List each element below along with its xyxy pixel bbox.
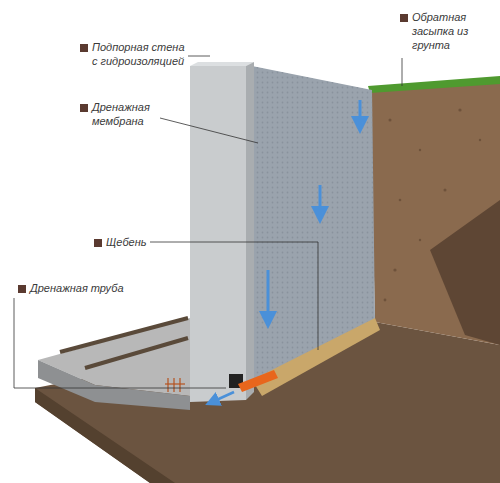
square-bullet <box>400 14 408 22</box>
drain-pipe <box>238 370 278 392</box>
leader-lines <box>14 56 402 388</box>
part-label: Дренажная труба <box>30 282 140 296</box>
square-bullet <box>18 285 26 293</box>
rails <box>60 318 188 368</box>
part-label: Подпорная стена с гидроизоляцией <box>92 41 192 69</box>
square-bullet <box>80 44 88 52</box>
wall-front <box>190 66 246 402</box>
base-slab-front <box>38 360 190 410</box>
wall-top <box>190 62 254 66</box>
part-label: Щебень <box>106 236 166 250</box>
square-bullet <box>94 239 102 247</box>
soil-speckles <box>384 108 482 301</box>
gravel <box>252 318 380 396</box>
soil-slope <box>430 200 500 345</box>
part-label: Обратная засыпка из грунта <box>412 11 474 52</box>
square-bullet <box>80 104 88 112</box>
soil-backfill <box>370 80 500 345</box>
grass <box>368 76 500 93</box>
rebars <box>165 378 185 392</box>
wall-side <box>246 62 254 400</box>
water-arrows <box>268 100 360 320</box>
outflow-arrow <box>212 392 234 402</box>
part-label: Дренажная мембрана <box>92 101 164 129</box>
